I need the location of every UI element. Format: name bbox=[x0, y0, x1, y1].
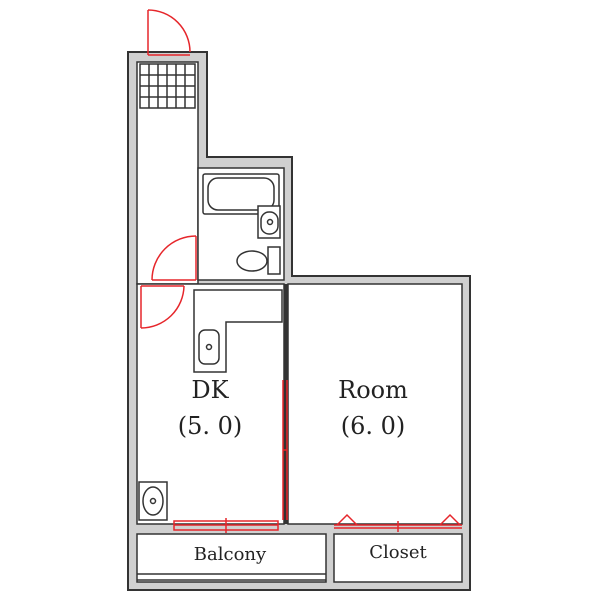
closet-doors bbox=[334, 513, 462, 532]
bathroom-door bbox=[151, 235, 197, 281]
balcony-window bbox=[173, 518, 279, 533]
closet-label: Closet bbox=[369, 542, 427, 563]
entrance-tiles bbox=[139, 63, 196, 109]
partition-wall bbox=[284, 284, 288, 524]
washbasin bbox=[138, 481, 168, 521]
room-size-label: (6. 0) bbox=[341, 412, 406, 440]
room-label: Room bbox=[338, 376, 408, 404]
kitchen-counter bbox=[193, 289, 283, 373]
bathroom-sink bbox=[257, 205, 281, 239]
room-spaces bbox=[136, 61, 463, 583]
dk-label: DK bbox=[191, 376, 229, 404]
toilet bbox=[236, 246, 281, 275]
main-room bbox=[287, 283, 463, 525]
dk-door bbox=[140, 285, 185, 329]
sliding-door-dk-room bbox=[282, 380, 288, 520]
bathtub bbox=[202, 173, 280, 215]
front-door bbox=[147, 9, 191, 56]
balcony-railing bbox=[137, 573, 326, 581]
balcony-label: Balcony bbox=[194, 544, 267, 565]
dk-size-label: (5. 0) bbox=[178, 412, 243, 440]
closet-area bbox=[333, 533, 463, 583]
